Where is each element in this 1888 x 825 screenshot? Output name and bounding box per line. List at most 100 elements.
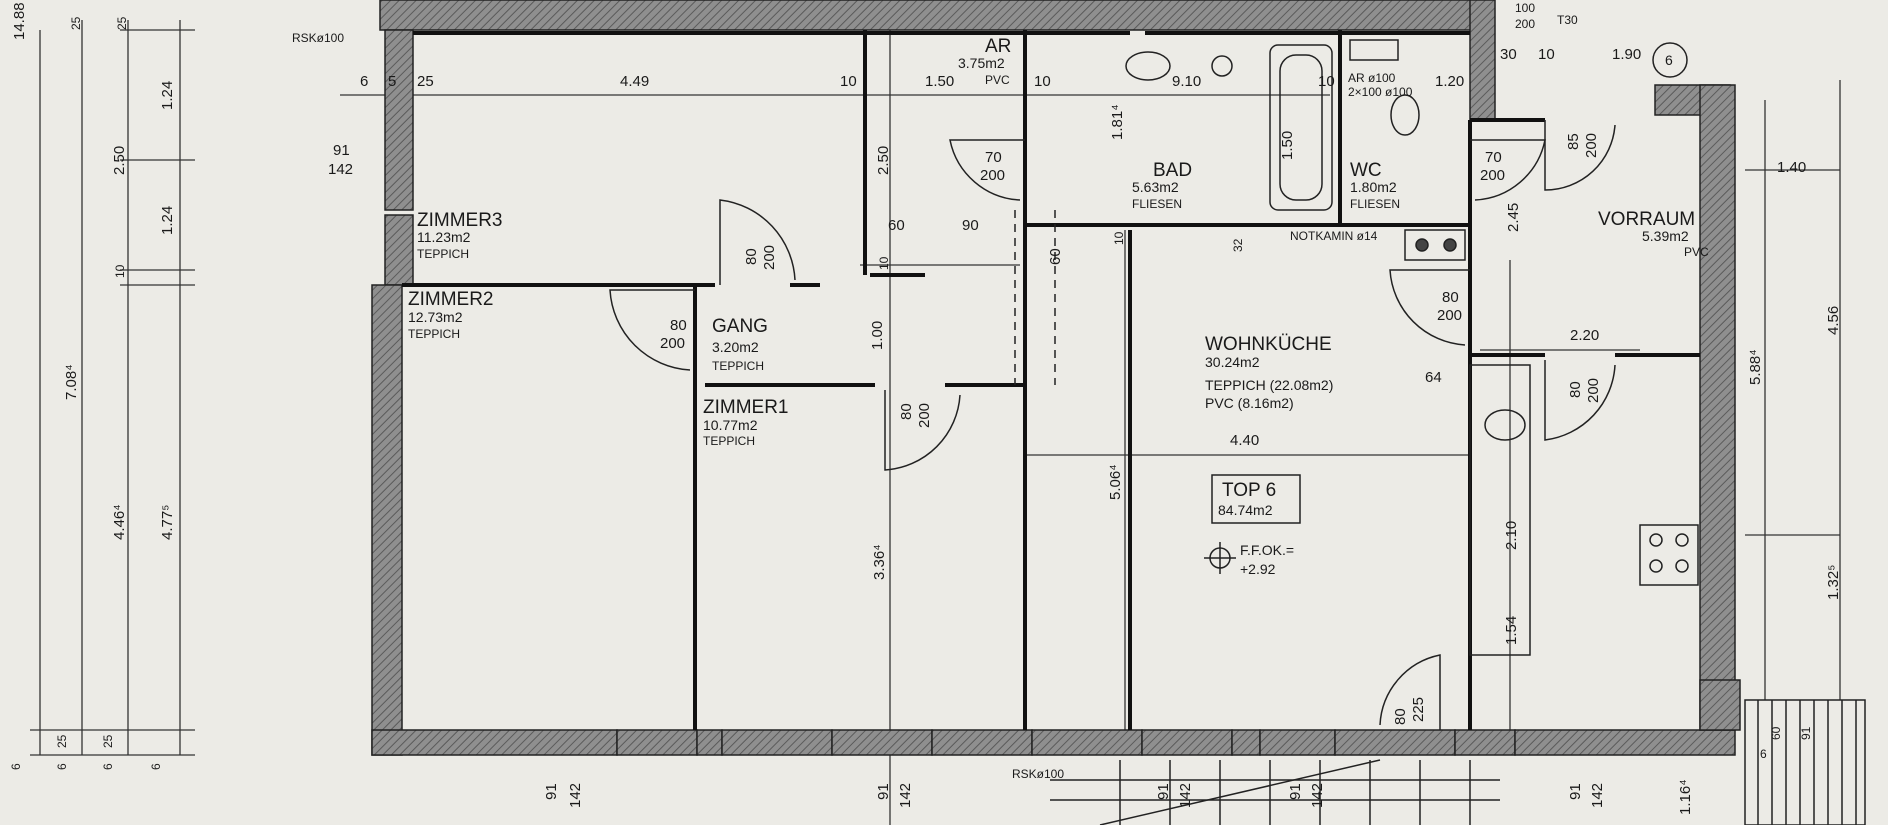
zimmer1-floor: TEPPICH — [703, 434, 755, 448]
dim-label: 4.49 — [620, 73, 649, 90]
dim-label: 1.20 — [1435, 73, 1464, 90]
unit-name: TOP 6 — [1222, 480, 1276, 501]
dim-label: 142 — [1177, 783, 1194, 808]
dim-label: 64 — [1425, 369, 1442, 386]
notkamin-box — [1404, 229, 1466, 261]
dim-label: 5.06⁴ — [1107, 464, 1124, 500]
dim-label: 32 — [1231, 238, 1245, 252]
stove — [1639, 524, 1699, 586]
dim-label: 91 — [875, 783, 892, 800]
dim-label: 4.46⁴ — [111, 504, 128, 540]
zimmer1-name: ZIMMER1 — [703, 397, 789, 418]
dim-label: 1.50 — [1279, 131, 1296, 160]
wohnkueche-floor2: PVC (8.16m2) — [1205, 395, 1294, 411]
dim-label: 5.88⁴ — [1747, 349, 1764, 385]
dim-label: 60 — [1769, 726, 1783, 740]
dim-label: 10 — [113, 264, 127, 278]
dim-label: 6 — [149, 763, 163, 770]
dim-label: 85 — [1565, 133, 1582, 150]
kitchen-sink — [1484, 409, 1526, 441]
vorraum-name: VORRAUM — [1598, 209, 1695, 230]
dim-label: 200 — [660, 335, 685, 352]
dim-label: 2.50 — [875, 146, 892, 175]
exterior-walls — [371, 0, 1741, 756]
dim-label: 2.10 — [1503, 521, 1520, 550]
ar-small-label: AR ø100 — [1348, 71, 1396, 85]
dim-label: 3.36⁴ — [871, 544, 888, 580]
dim-label: 200 — [1437, 307, 1462, 324]
ar-floor: PVC — [985, 73, 1010, 87]
fixtures — [1014, 39, 1866, 825]
dim-label: 200 — [980, 167, 1005, 184]
dim-label: 30 — [1500, 46, 1517, 63]
bad-area: 5.63m2 — [1132, 179, 1179, 195]
wc-floor: FLIESEN — [1350, 197, 1400, 211]
bathtub — [1269, 44, 1333, 211]
dim-label: 1.00 — [869, 321, 886, 350]
dim-label: 142 — [897, 783, 914, 808]
level-value: +2.92 — [1240, 561, 1276, 577]
dim-label: 2.45 — [1505, 203, 1522, 232]
dim-label: 9.10 — [1172, 73, 1201, 90]
dim-label: 80 — [898, 403, 915, 420]
dim-label: 1.24 — [159, 81, 176, 110]
dim-label: 200 — [1585, 378, 1602, 403]
dim-label: 10 — [1034, 73, 1051, 90]
rsk-bottom-label: RSKø100 — [1012, 767, 1064, 781]
zimmer2-area: 12.73m2 — [408, 309, 463, 325]
dim-label: 91 — [1567, 783, 1584, 800]
bad-floor: FLIESEN — [1132, 197, 1182, 211]
ar-area: 3.75m2 — [958, 55, 1005, 71]
stair-number: 6 — [1665, 52, 1673, 68]
dim-label: 142 — [567, 783, 584, 808]
dim-label: 200 — [761, 245, 778, 270]
dim-label: 5 — [388, 73, 396, 90]
vorraum-floor: PVC — [1684, 245, 1709, 259]
dim-label: 1.24 — [159, 206, 176, 235]
dim-label: 200 — [1583, 133, 1600, 158]
dim-label: 25 — [417, 73, 434, 90]
dimension-labels-vertical: 14.88 25 25 1.24 2.50 1.24 10 7.08⁴ 4.46… — [9, 2, 1842, 815]
dim-label: 80 — [1567, 381, 1584, 398]
dim-label: 25 — [69, 16, 83, 30]
dim-label: 6 — [1760, 747, 1767, 761]
ar-name: AR — [985, 36, 1011, 57]
dim-label: 4.77⁵ — [159, 505, 176, 540]
dim-label: 80 — [670, 317, 687, 334]
dim-label: 90 — [962, 217, 979, 234]
dim-label: 1.90 — [1612, 46, 1641, 63]
dim-label: 200 — [1515, 17, 1535, 31]
dim-label: 10 — [840, 73, 857, 90]
dim-label: 70 — [1485, 149, 1502, 166]
kitchen-counter — [1469, 364, 1531, 656]
stair-number-circle — [1652, 42, 1688, 78]
dim-label: 10 — [1538, 46, 1555, 63]
dim-label: 60 — [888, 217, 905, 234]
dim-label: 1.32⁵ — [1825, 565, 1842, 600]
unit-box — [1211, 474, 1301, 524]
dim-label: 142 — [1309, 783, 1326, 808]
dim-label: 91 — [333, 142, 350, 159]
dim-label: 200 — [1480, 167, 1505, 184]
dim-label: 142 — [1589, 783, 1606, 808]
ar-small-label2: 2×100 ø100 — [1348, 85, 1413, 99]
dim-label: 4.40 — [1230, 432, 1259, 449]
dim-label: 10 — [877, 256, 891, 270]
dim-label: 80 — [743, 248, 760, 265]
dim-label: 6 — [9, 763, 23, 770]
wc-area: 1.80m2 — [1350, 179, 1397, 195]
notkamin-label: NOTKAMIN ø14 — [1290, 229, 1378, 243]
dim-label: 91 — [1287, 783, 1304, 800]
dim-label: 225 — [1410, 697, 1427, 722]
dim-label: 91 — [543, 783, 560, 800]
dim-label: 6 — [55, 763, 69, 770]
door-swings — [609, 120, 1616, 730]
dim-label: 60 — [1047, 248, 1064, 265]
dim-label: 7.08⁴ — [63, 364, 80, 400]
bad-toilet-circle — [1211, 55, 1233, 77]
vorraum-area: 5.39m2 — [1642, 228, 1689, 244]
zimmer1-area: 10.77m2 — [703, 417, 758, 433]
zimmer2-floor: TEPPICH — [408, 327, 460, 341]
